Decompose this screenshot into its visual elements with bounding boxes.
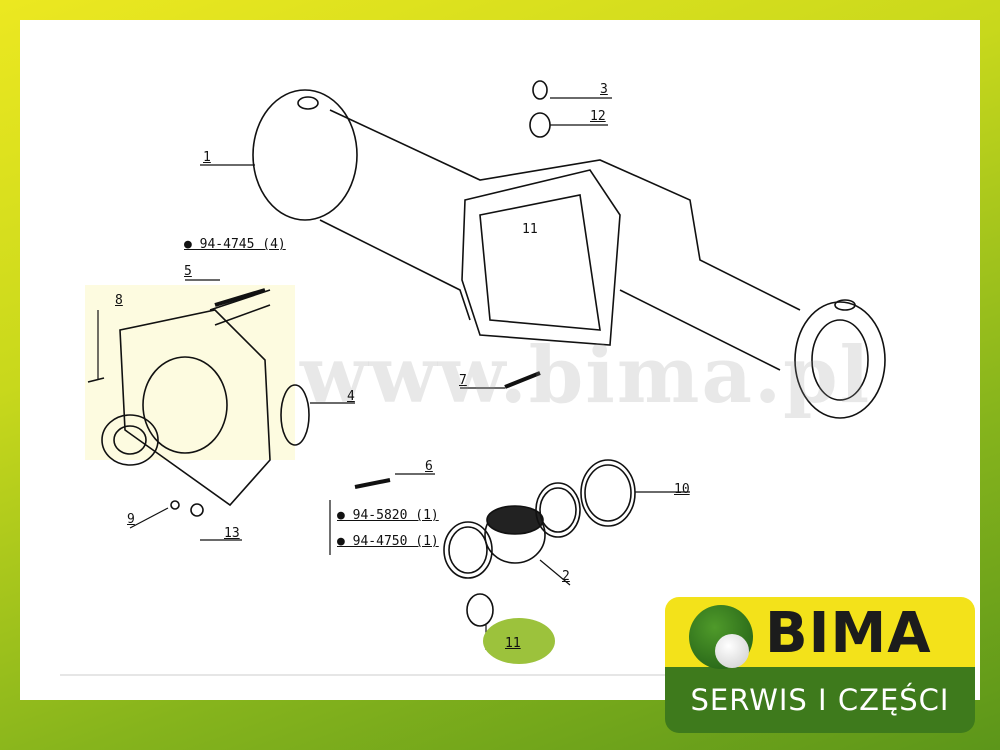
logo-name: BIMA	[765, 601, 932, 666]
callout-5: 5	[184, 264, 192, 279]
seal-rings	[170, 80, 636, 627]
logo-white-ball-icon	[715, 634, 749, 668]
callout-9: 9	[127, 512, 135, 527]
callout-10: 10	[674, 482, 690, 497]
part-ref-94-4745: ● 94-4745 (4)	[184, 237, 286, 252]
callout-4: 4	[347, 389, 355, 404]
callout-7: 7	[459, 373, 467, 388]
callout-8: 8	[115, 293, 123, 308]
callout-1: 1	[203, 150, 211, 165]
part-ref-94-4750: ● 94-4750 (1)	[337, 534, 439, 549]
logo-bottom-band	[665, 667, 975, 733]
highlight-part-11	[483, 618, 555, 664]
callout-12: 12	[590, 109, 606, 124]
callout-11-inner: 11	[522, 222, 538, 237]
axle-housing	[252, 89, 886, 419]
callout-2: 2	[562, 569, 570, 584]
callout-3: 3	[600, 82, 608, 97]
leader-lines	[97, 97, 690, 650]
part-ref-94-5820: ● 94-5820 (1)	[337, 508, 439, 523]
bima-logo: BIMA SERWIS I CZĘŚCI	[665, 597, 975, 735]
callout-13: 13	[224, 526, 240, 541]
callout-11: 11	[505, 636, 521, 651]
watermark: www.bima.pl	[300, 330, 872, 421]
callout-6: 6	[425, 459, 433, 474]
logo-tagline: SERWIS I CZĘŚCI	[690, 683, 950, 717]
